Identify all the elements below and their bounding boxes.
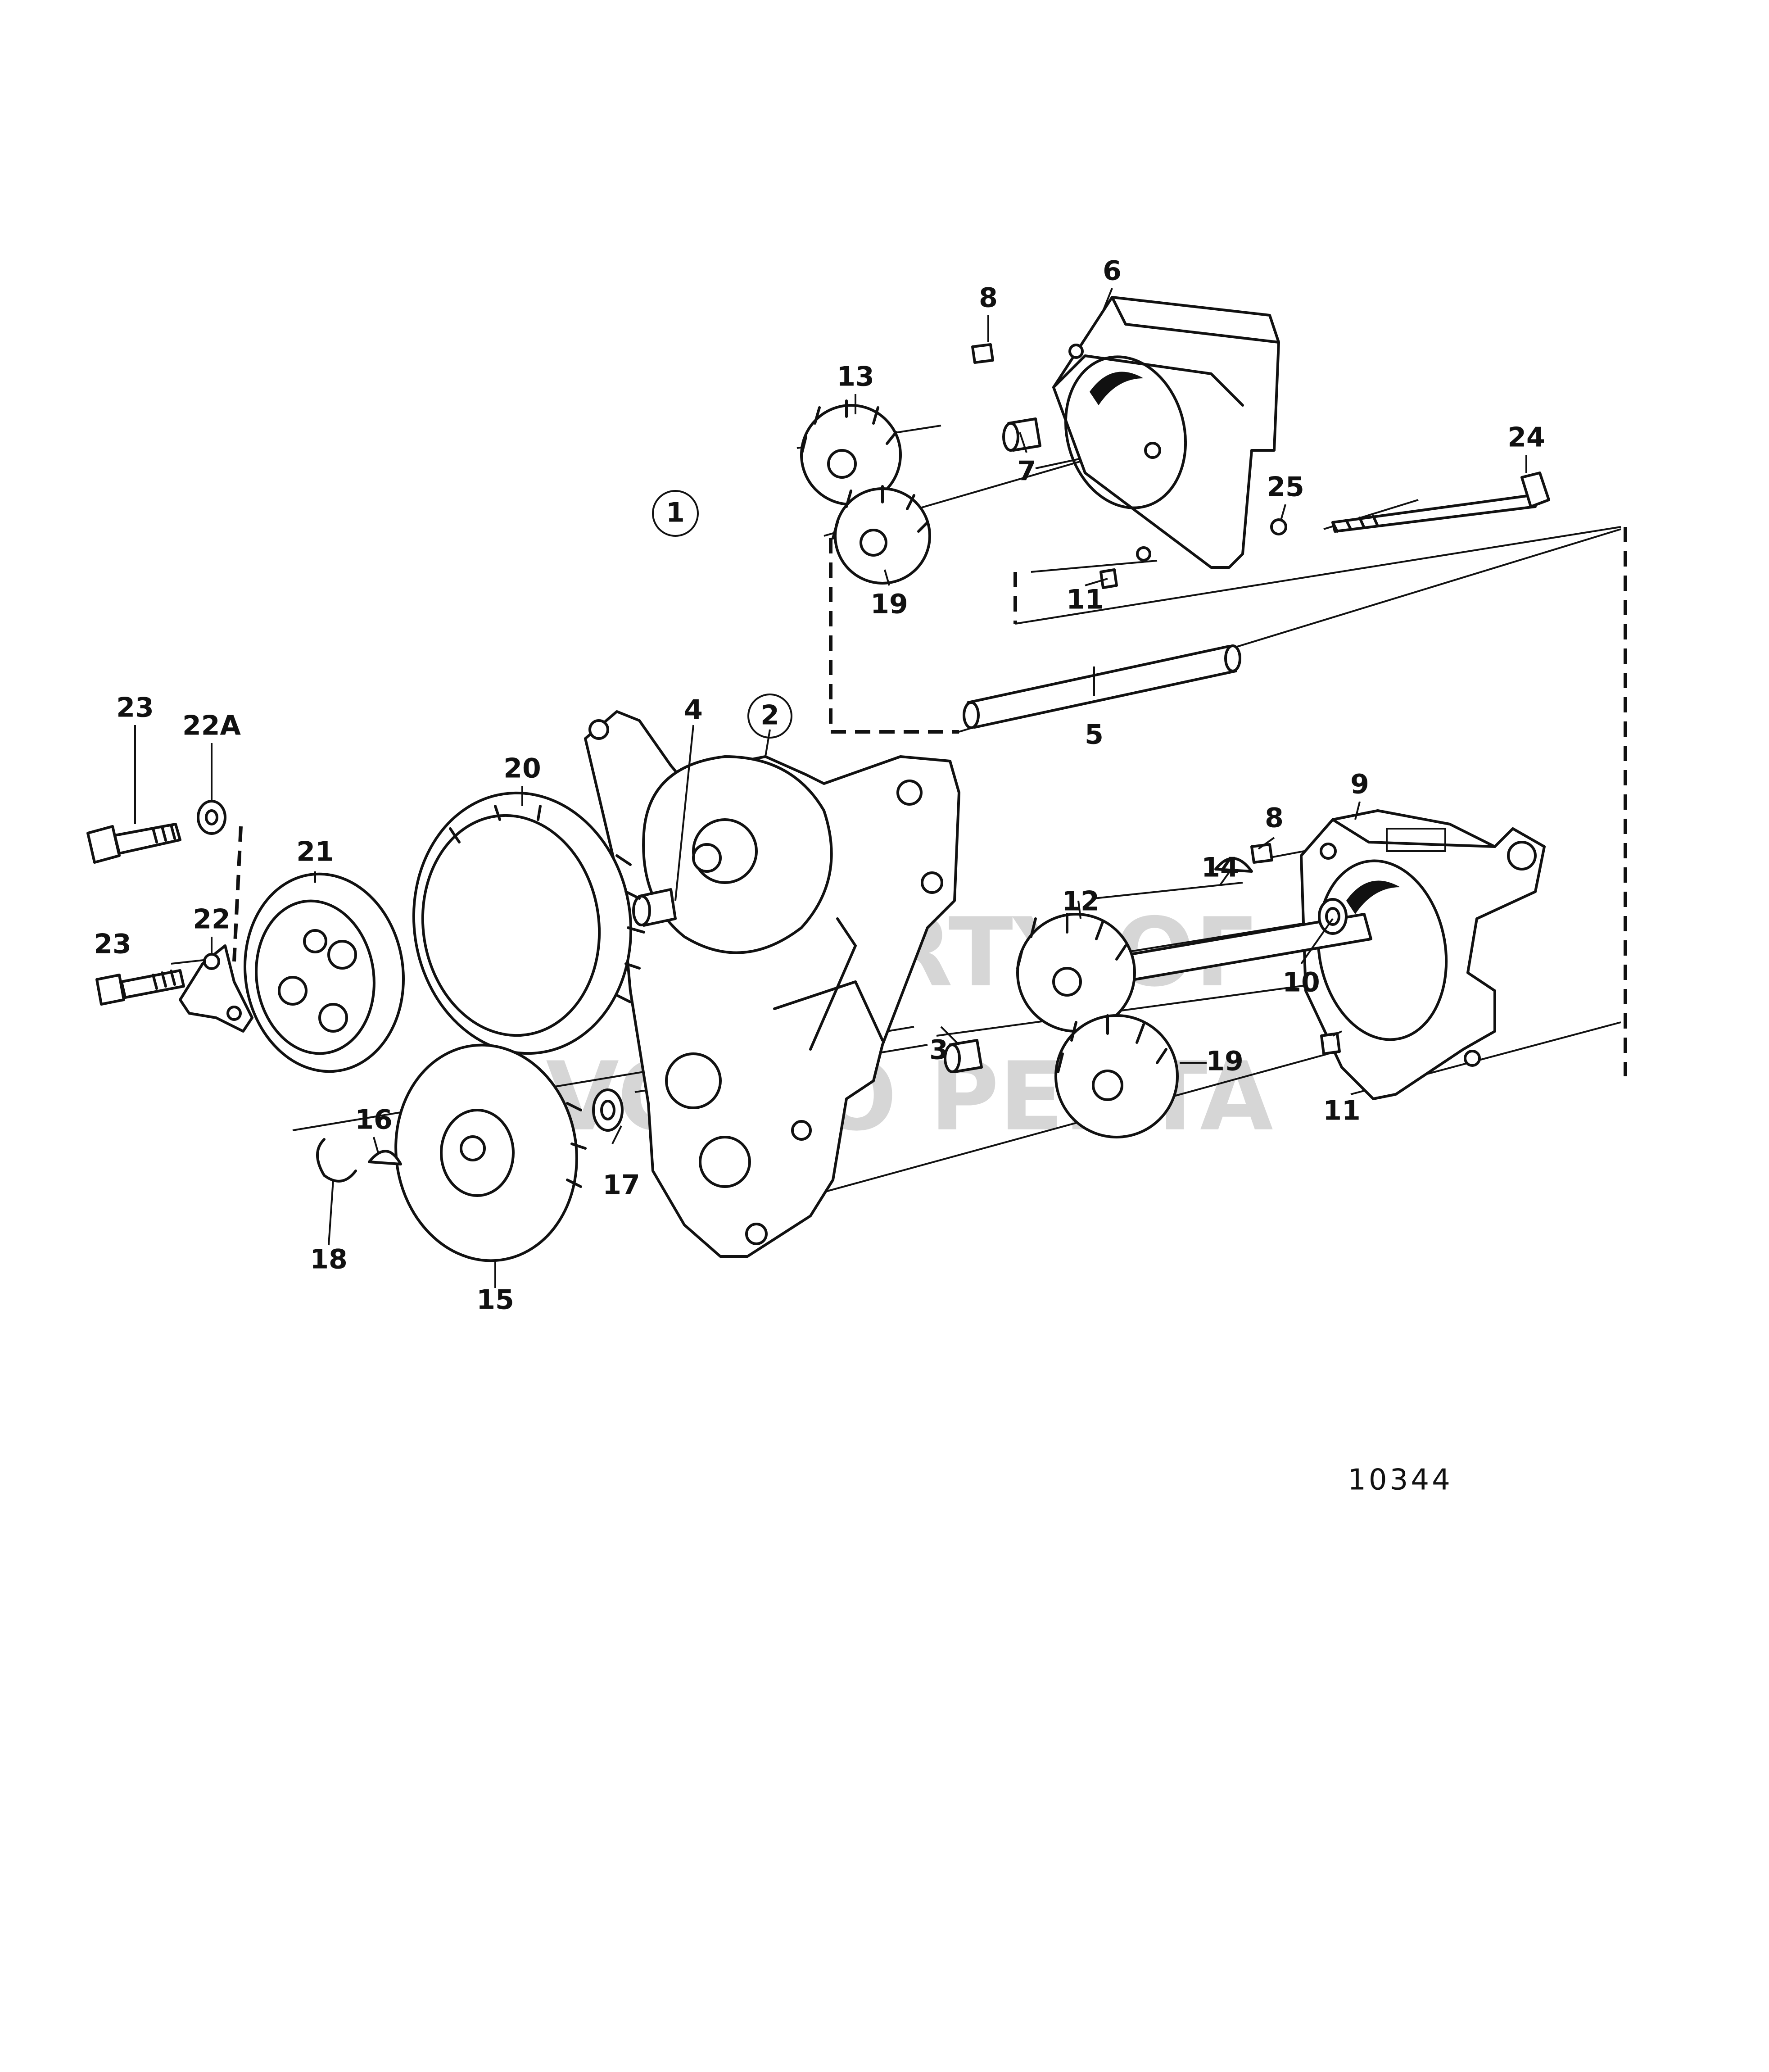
long-bolt-24	[1331, 472, 1550, 533]
callout-22a: 22A	[182, 710, 241, 742]
callout-8-lower: 8	[1265, 803, 1284, 834]
callout-15: 15	[476, 1284, 514, 1316]
callout-circle-1	[652, 490, 699, 537]
callout-11-upper: 11	[1066, 584, 1104, 616]
callout-4: 4	[684, 694, 703, 726]
callout-14: 14	[1201, 852, 1239, 884]
callout-20: 20	[503, 753, 541, 784]
key-4	[632, 888, 677, 927]
washer-25	[1270, 518, 1287, 535]
pin-11-lower	[1320, 1032, 1341, 1055]
callout-18: 18	[310, 1244, 348, 1275]
callout-10: 10	[1282, 967, 1320, 998]
plate-22	[179, 944, 253, 1033]
sleeve-3	[944, 1039, 983, 1073]
sleeve-7	[1002, 417, 1041, 452]
gear-20	[412, 791, 645, 1055]
lower-pump-housing	[1300, 809, 1546, 1100]
key-16	[368, 1150, 402, 1165]
pin-11-upper	[1099, 568, 1118, 589]
reference-number: 10344	[1348, 1464, 1453, 1497]
callout-24: 24	[1507, 422, 1545, 453]
callout-21: 21	[296, 836, 334, 868]
bolt-23-lower	[95, 969, 185, 1006]
callout-13: 13	[837, 361, 874, 393]
gear-19-lower	[1054, 1014, 1179, 1138]
bolt-23-upper	[86, 823, 181, 864]
pin-8-upper	[971, 343, 994, 364]
callout-2: 2	[760, 700, 779, 731]
callout-19-lower: 19	[1206, 1046, 1244, 1077]
callout-23-upper: 23	[116, 692, 154, 724]
callout-17: 17	[602, 1170, 640, 1201]
pump-body-2	[584, 710, 960, 1258]
upper-pump-housing	[1052, 296, 1280, 569]
gear-12	[1016, 913, 1136, 1033]
callout-12: 12	[1062, 886, 1099, 917]
callout-5: 5	[1085, 719, 1104, 751]
callout-8-upper: 8	[979, 282, 998, 314]
callout-22: 22	[193, 904, 231, 935]
callout-25: 25	[1267, 472, 1304, 503]
snap-ring-18	[316, 1138, 357, 1183]
callout-7: 7	[1017, 456, 1036, 487]
callout-3: 3	[929, 1034, 948, 1066]
callout-23-lower: 23	[94, 929, 131, 960]
washer-17	[592, 1088, 624, 1132]
callout-1: 1	[666, 497, 685, 529]
callouts: 1 2 3 4 5 6 7 8 8 9 10 11 11 12 13 14 15…	[94, 255, 1545, 1316]
gear-13	[800, 399, 902, 506]
callout-leaders	[134, 288, 1527, 1288]
callout-19-upper: 19	[870, 589, 908, 620]
bushing-10	[1318, 898, 1348, 935]
callout-circle-2	[747, 694, 792, 739]
pulley-21	[244, 872, 405, 1073]
washer-22a	[197, 800, 226, 835]
callout-6: 6	[1103, 255, 1122, 287]
callout-11-lower: 11	[1323, 1095, 1361, 1127]
gear-19-upper	[832, 485, 931, 585]
gear-15	[394, 1043, 587, 1262]
key-14	[1214, 857, 1253, 873]
shaft-5	[963, 644, 1241, 729]
callout-9: 9	[1350, 769, 1369, 800]
callout-16: 16	[355, 1104, 393, 1136]
